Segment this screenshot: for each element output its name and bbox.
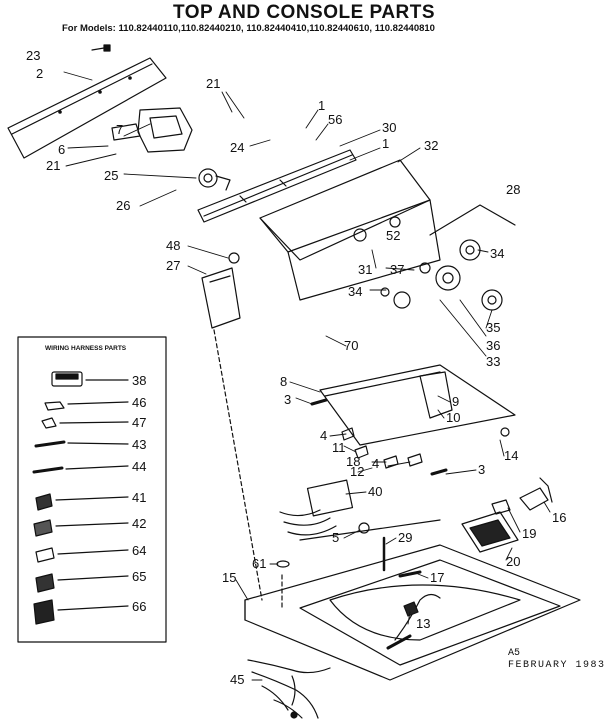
callout-2: 2 (36, 66, 43, 81)
callout-45: 45 (230, 672, 244, 687)
bumper-part-61 (276, 560, 290, 568)
callout-11: 11 (332, 440, 346, 455)
callout-65: 65 (132, 569, 146, 584)
console-channel (197, 149, 357, 223)
callout-23: 23 (26, 48, 40, 63)
callout-64: 64 (132, 543, 146, 558)
leader-lines (63, 71, 551, 681)
page-title: TOP AND CONSOLE PARTS (172, 2, 436, 23)
switch-part-19 (491, 499, 511, 515)
callout-21: 21 (46, 158, 60, 173)
console-end-cap-part-27 (201, 267, 241, 329)
callout-25: 25 (104, 168, 118, 183)
small-hardware (310, 398, 448, 476)
timer-knob-part-25 (198, 168, 231, 191)
callout-27: 27 (166, 258, 180, 273)
callout-19: 19 (522, 526, 536, 541)
bracket-line-28 (429, 204, 516, 236)
callout-7: 7 (116, 122, 123, 137)
harness-leaders (55, 379, 129, 611)
callout-61: 61 (252, 556, 266, 571)
callout-3: 3 (284, 392, 291, 407)
callout-3: 3 (478, 462, 485, 477)
callout-12: 12 (350, 464, 364, 479)
callout-70: 70 (344, 338, 358, 353)
callout-32: 32 (424, 138, 438, 153)
callout-labels: 23 2 21 1 56 30 1 32 7 6 21 24 25 26 28 … (26, 48, 566, 687)
callout-29: 29 (398, 530, 412, 545)
revision-code: A5 (508, 648, 521, 659)
callout-41: 41 (132, 490, 146, 505)
callout-38: 38 (132, 373, 146, 388)
rear-trim-panel (7, 57, 167, 159)
callout-34: 34 (348, 284, 362, 299)
callout-33: 33 (486, 354, 500, 369)
callout-35: 35 (486, 320, 500, 335)
callout-6: 6 (58, 142, 65, 157)
callout-4: 4 (372, 456, 379, 471)
guide-line (213, 329, 263, 601)
top-cover-part-15 (244, 544, 581, 681)
wire-harness-part-45 (247, 659, 331, 719)
knob-part-48 (228, 252, 240, 264)
callout-34: 34 (490, 246, 504, 261)
bracket-part-16 (519, 477, 553, 511)
callout-10: 10 (446, 410, 460, 425)
callout-40: 40 (368, 484, 382, 499)
harness-part-icons (32, 371, 83, 625)
callout-24: 24 (230, 140, 244, 155)
screw-part-23 (91, 44, 111, 52)
callout-31: 31 (358, 262, 372, 277)
callout-13: 13 (416, 616, 430, 631)
callout-18: 18 (346, 454, 360, 469)
callout-9: 9 (452, 394, 459, 409)
revision-date: FEBRUARY 1983 (508, 660, 606, 671)
callout-46: 46 (132, 395, 146, 410)
console-panel-part-32 (259, 159, 441, 301)
callout-15: 15 (222, 570, 236, 585)
callout-42: 42 (132, 516, 146, 531)
wiring-harness-box (17, 336, 167, 643)
control-bracket (111, 107, 193, 153)
callout-36: 36 (486, 338, 500, 353)
callout-5: 5 (332, 530, 339, 545)
callout-4: 4 (320, 428, 327, 443)
washer-part-5 (358, 522, 370, 534)
control-plate-part-8 (319, 364, 516, 446)
callout-17: 17 (430, 570, 444, 585)
callout-52: 52 (386, 228, 400, 243)
lid-switch-part-20 (461, 511, 519, 553)
callout-48: 48 (166, 238, 180, 253)
callout-28: 28 (506, 182, 520, 197)
callout-56: 56 (328, 112, 342, 127)
model-list: For Models: 110.82440110,110.82440210, 1… (62, 23, 435, 34)
callout-1: 1 (318, 98, 325, 113)
callout-47: 47 (132, 415, 146, 430)
callout-44: 44 (132, 459, 146, 474)
callout-66: 66 (132, 599, 146, 614)
callout-30: 30 (382, 120, 396, 135)
wiring-box-title: WIRING HARNESS PARTS (45, 345, 127, 352)
callout-8: 8 (280, 374, 287, 389)
hose-part-13 (386, 570, 441, 650)
callout-37: 37 (390, 262, 404, 277)
callout-16: 16 (552, 510, 566, 525)
callout-1: 1 (382, 136, 389, 151)
callout-14: 14 (504, 448, 518, 463)
callout-26: 26 (116, 198, 130, 213)
callout-20: 20 (506, 554, 520, 569)
callout-21: 21 (206, 76, 220, 91)
callout-43: 43 (132, 437, 146, 452)
